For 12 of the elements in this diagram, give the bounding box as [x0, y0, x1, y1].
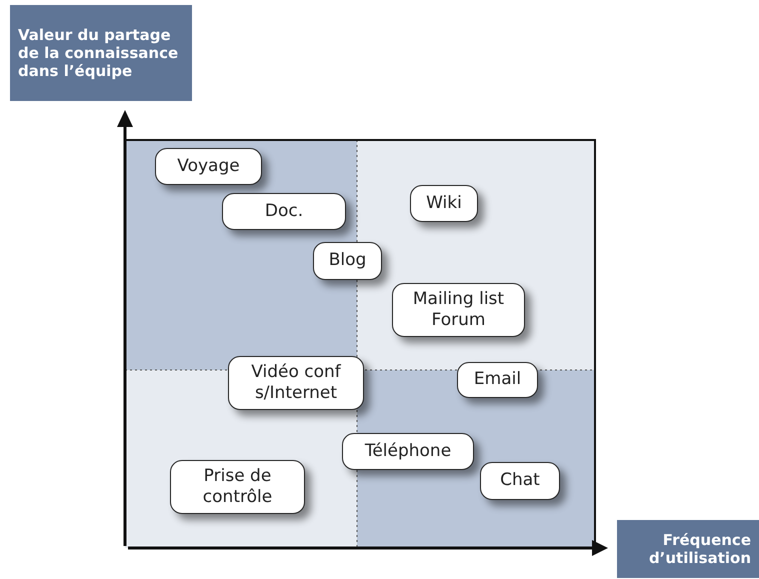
tool-label: Blog: [313, 242, 382, 280]
tool-label: Chat: [480, 462, 560, 500]
tool-label: Prise de contrôle: [170, 460, 305, 514]
tool-label: Voyage: [155, 148, 262, 185]
tool-label: Wiki: [410, 185, 478, 222]
axis-title-box: Fréquence d’utilisation: [617, 520, 759, 578]
tool-label: Téléphone: [342, 433, 474, 470]
axis-title-box: Valeur du partage de la connaissance dans l’équipe: [10, 5, 192, 101]
tool-label: Mailing list Forum: [392, 283, 525, 337]
tool-label: Email: [457, 362, 538, 398]
tool-label: Doc.: [222, 193, 346, 230]
tool-label: Vidéo conf s/Internet: [228, 356, 364, 410]
